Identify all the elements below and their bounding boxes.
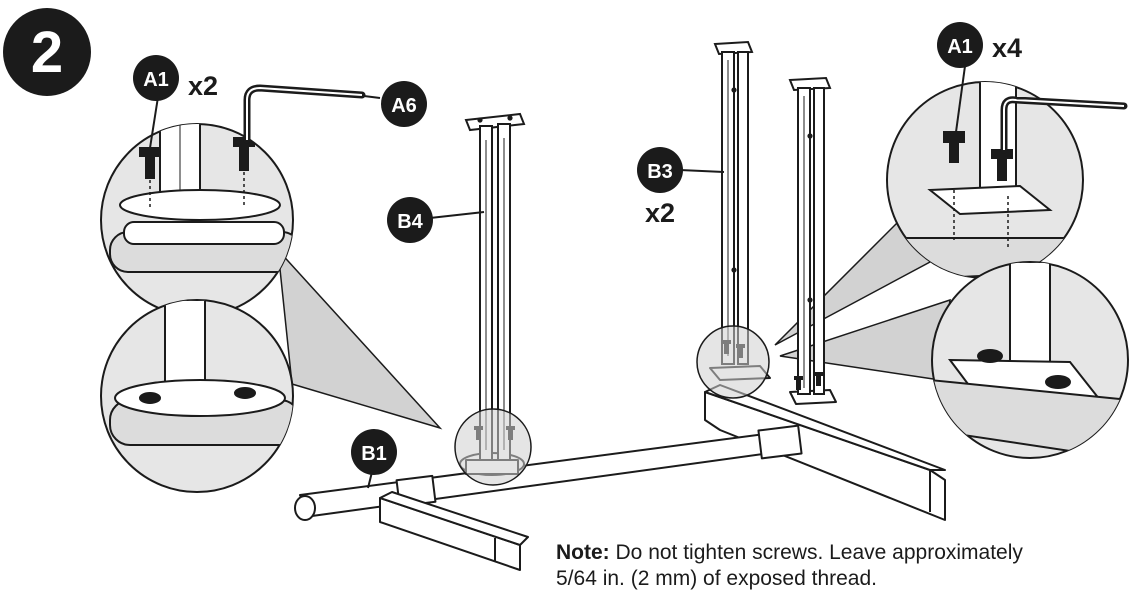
assembly-note: Note: Do not tighten screws. Leave appro… bbox=[556, 540, 1137, 590]
highlight-circle-b3-base bbox=[696, 325, 770, 399]
callout-a1-left: A1 x2 bbox=[133, 55, 218, 101]
note-lead: Note: bbox=[556, 541, 610, 564]
step-number: 2 bbox=[31, 20, 63, 85]
leg-b3 bbox=[713, 40, 832, 395]
callout-a1-left-qty: x2 bbox=[188, 71, 218, 101]
note-line-1: Note: Do not tighten screws. Leave appro… bbox=[556, 540, 1137, 566]
highlight-circle-b4-base bbox=[454, 408, 532, 486]
callout-b1-label: B1 bbox=[361, 443, 387, 465]
callout-b3-qty: x2 bbox=[645, 198, 675, 228]
detail-circle-bolted-foot bbox=[100, 299, 294, 493]
zoom-cone-left bbox=[277, 247, 443, 430]
callout-a1-right-qty: x4 bbox=[992, 33, 1022, 63]
callout-b3: B3 x2 bbox=[637, 147, 683, 228]
callout-b4: B4 bbox=[387, 197, 433, 243]
detail-circle-a1-left bbox=[100, 123, 294, 317]
callout-a1-right-label: A1 bbox=[947, 36, 973, 58]
callout-b4-label: B4 bbox=[397, 211, 423, 233]
callout-b1: B1 bbox=[351, 429, 397, 475]
detail-circle-bolted-plate bbox=[931, 261, 1129, 459]
callout-b3-label: B3 bbox=[647, 161, 673, 183]
frame-b1 bbox=[294, 365, 946, 571]
note-text-1: Do not tighten screws. Leave approximate… bbox=[615, 541, 1023, 564]
callout-a6-label: A6 bbox=[391, 95, 417, 117]
note-text-2: 5/64 in. (2 mm) of exposed thread. bbox=[556, 567, 877, 590]
callout-a1-right: A1 x4 bbox=[937, 22, 1022, 68]
callout-a1-left-label: A1 bbox=[143, 69, 169, 91]
leader-lines bbox=[149, 65, 966, 489]
detail-circle-a1-right bbox=[886, 81, 1084, 279]
step-number-badge: 2 bbox=[3, 8, 91, 96]
callout-a6: A6 bbox=[381, 81, 427, 127]
allen-key-a6 bbox=[243, 84, 366, 144]
leg-b4 bbox=[464, 112, 526, 461]
